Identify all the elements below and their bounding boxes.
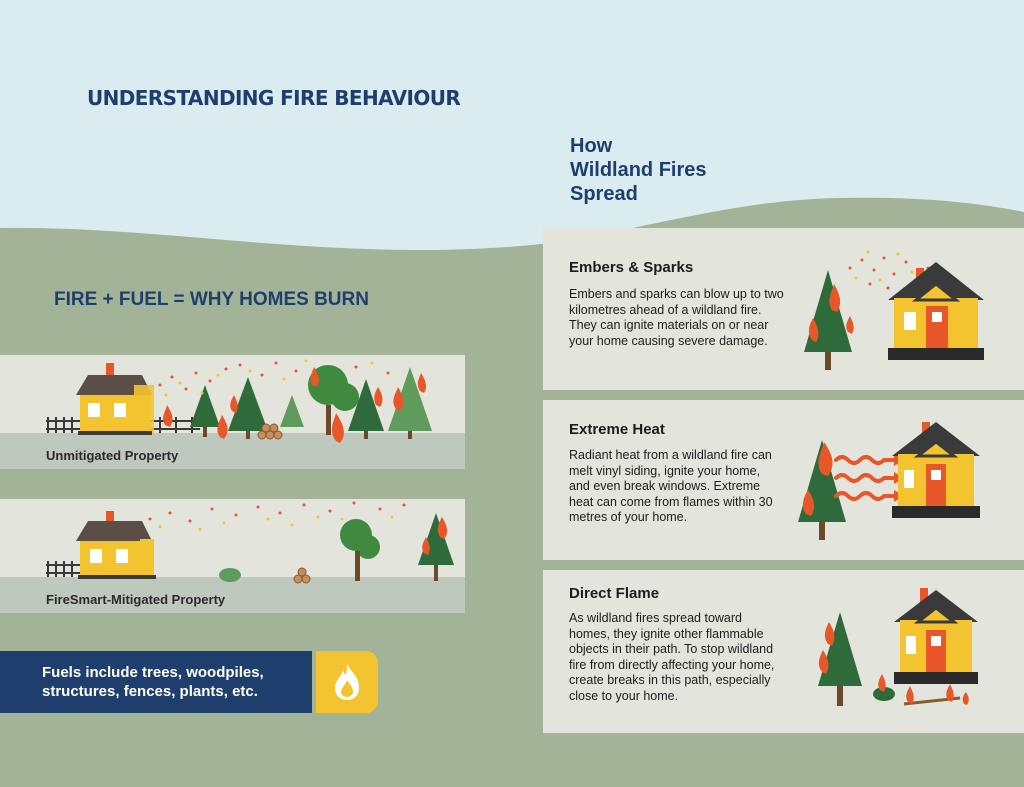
spread-heading-line: How <box>570 135 613 157</box>
direct-flame-card: Direct Flame As wildland fires spread to… <box>543 570 1024 733</box>
card-body: Embers and sparks can blow up to two kil… <box>569 287 784 348</box>
radiant-heat-house-illustration <box>798 422 980 540</box>
unmitigated-property-illustration <box>0 359 465 469</box>
spread-heading-line: Wildland Fires <box>570 159 707 181</box>
mitigated-property-panel: FireSmart-Mitigated Property <box>0 499 465 613</box>
page-title: UNDERSTANDING FIRE BEHAVIOUR <box>87 86 461 110</box>
scene-label: Unmitigated Property <box>46 448 179 463</box>
card-body: As wildland fires spread toward homes, t… <box>569 611 775 703</box>
card-body: Radiant heat from a wildland fire can me… <box>569 448 773 524</box>
scene-label: FireSmart-Mitigated Property <box>46 592 226 607</box>
flame-icon-badge <box>316 651 378 713</box>
extreme-heat-card: Extreme Heat Radiant heat from a wildlan… <box>543 400 1024 560</box>
fuels-note-text: Fuels include trees, woodpiles, structur… <box>42 664 264 700</box>
flame-icon <box>335 664 359 700</box>
direct-flame-house-illustration <box>818 588 978 706</box>
card-title: Embers & Sparks <box>569 259 694 276</box>
embers-sparks-card: Embers & Sparks Embers and sparks can bl… <box>543 228 1024 390</box>
spread-heading-line: Spread <box>570 183 638 205</box>
card-title: Direct Flame <box>569 585 660 602</box>
fuels-note-box: Fuels include trees, woodpiles, structur… <box>0 651 312 713</box>
fire-fuel-equation: FIRE + FUEL = WHY HOMES BURN <box>54 289 369 310</box>
ember-house-illustration <box>804 250 984 370</box>
unmitigated-property-panel: Unmitigated Property <box>0 355 465 469</box>
mitigated-property-illustration <box>0 501 465 613</box>
spread-heading: How Wildland Fires Spread <box>570 134 707 206</box>
card-title: Extreme Heat <box>569 421 665 438</box>
